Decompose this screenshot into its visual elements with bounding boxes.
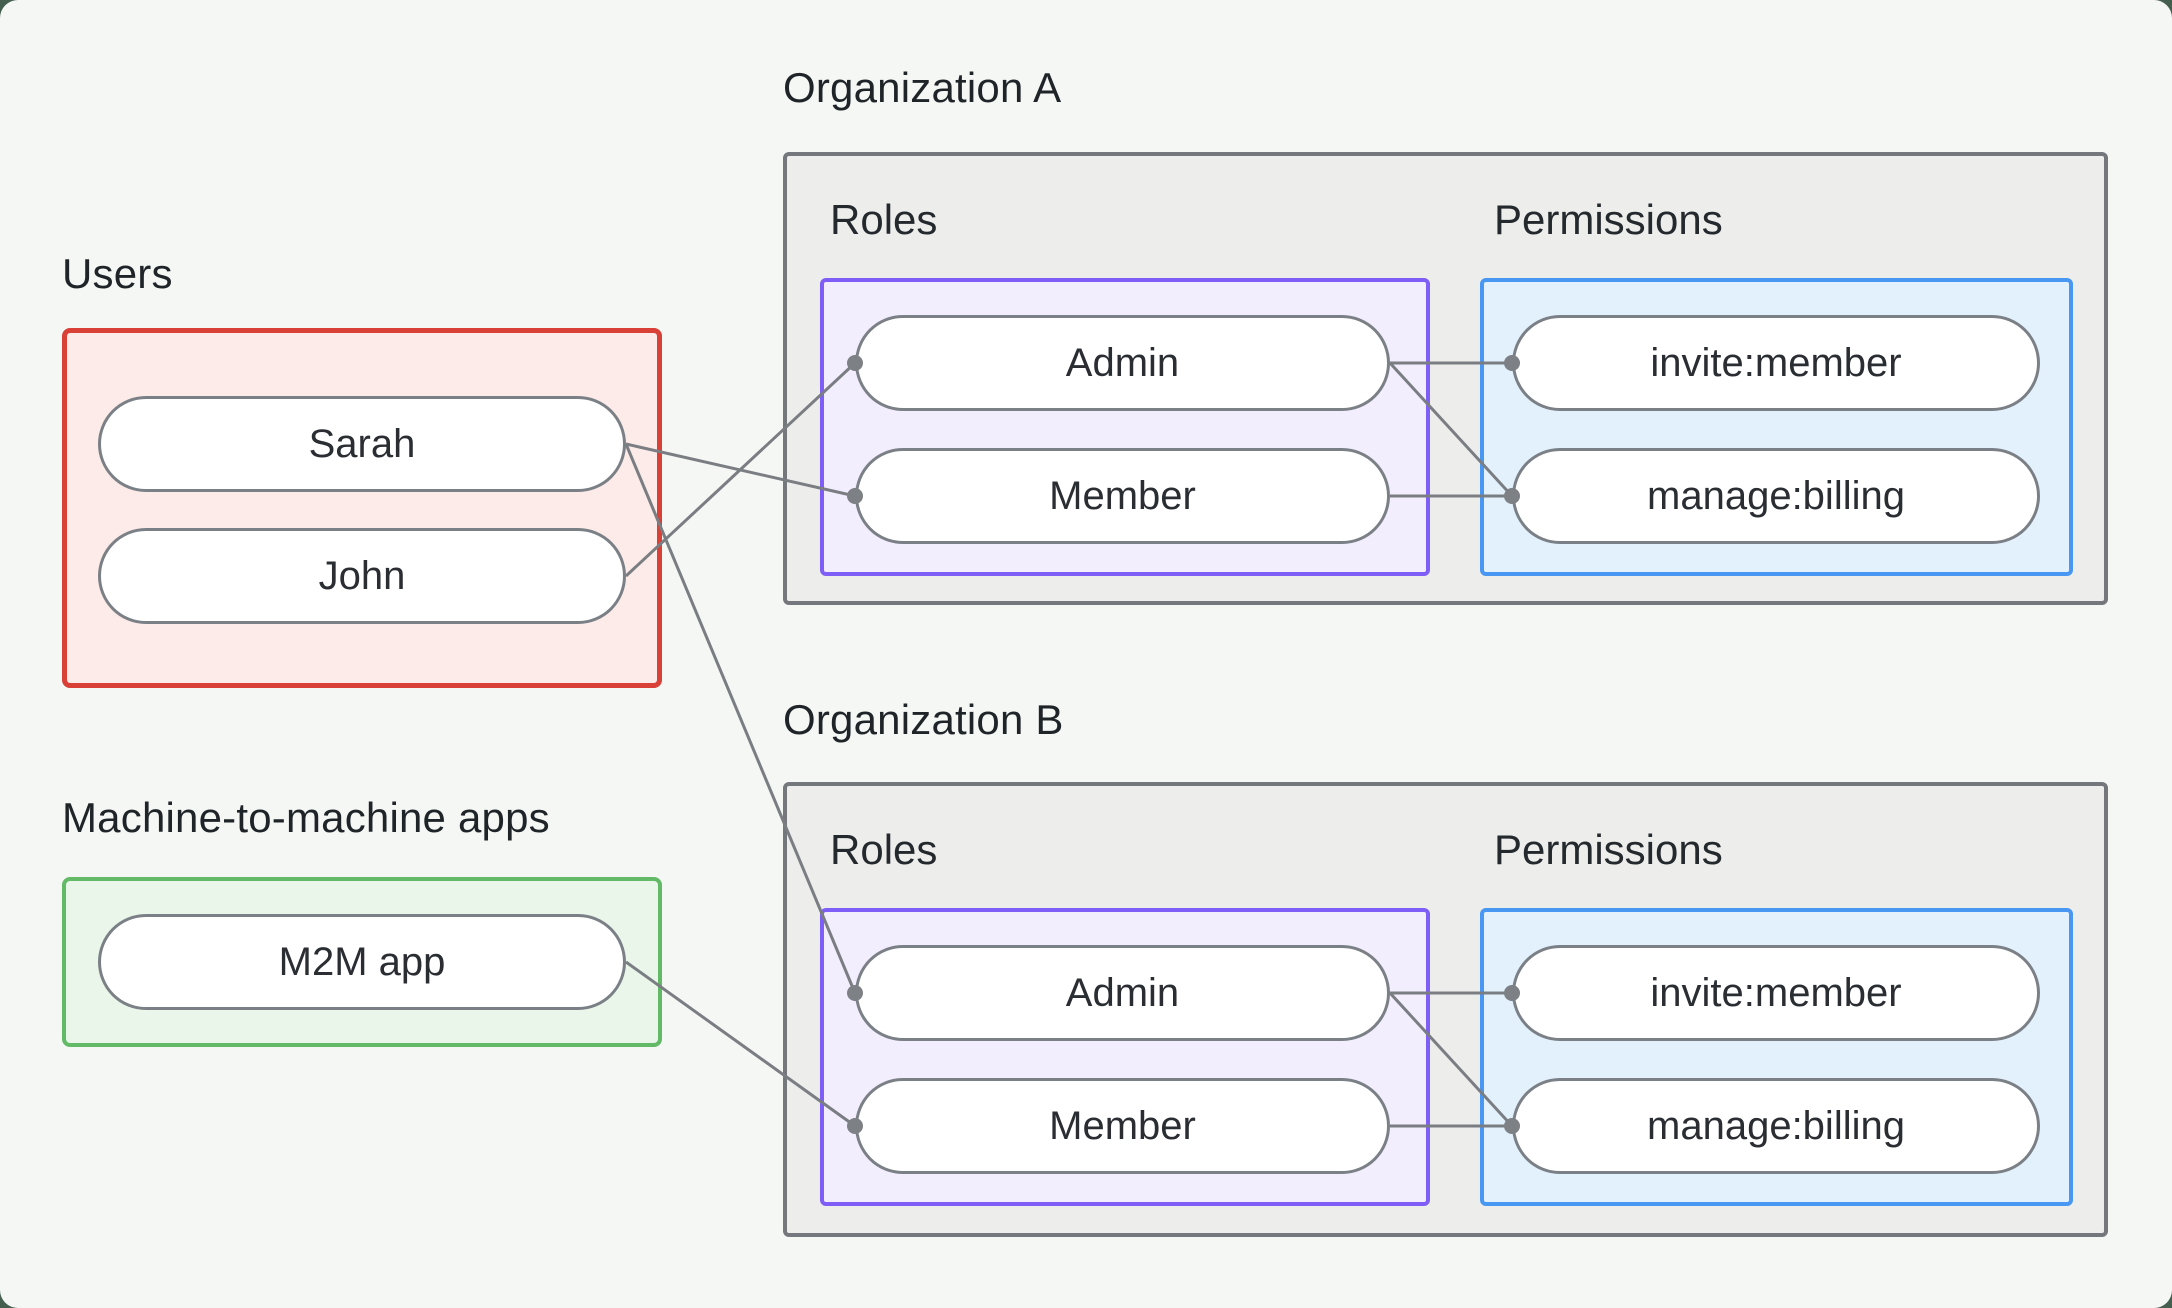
permission-node-invite-a-label: invite:member: [1650, 340, 1902, 385]
users-section-label: Users: [62, 250, 173, 297]
users-group-box: [62, 328, 662, 688]
user-node-sarah-label: Sarah: [308, 421, 416, 466]
org-b-permissions-label: Permissions: [1494, 826, 1723, 873]
permission-node-invite-b: invite:member: [1512, 945, 2040, 1041]
role-node-admin-a-label: Admin: [1065, 340, 1180, 385]
role-node-admin-b: Admin: [855, 945, 1390, 1041]
permission-node-manage-a-label: manage:billing: [1647, 473, 1905, 518]
permission-node-manage-b: manage:billing: [1512, 1078, 2040, 1174]
permission-node-invite-b-label: invite:member: [1650, 970, 1902, 1015]
role-node-member-a: Member: [855, 448, 1390, 544]
user-node-john: John: [98, 528, 626, 624]
m2m-app-node: M2M app: [98, 914, 626, 1010]
permission-node-manage-a: manage:billing: [1512, 448, 2040, 544]
permission-node-invite-a: invite:member: [1512, 315, 2040, 411]
role-node-member-b-label: Member: [1049, 1103, 1196, 1148]
user-node-sarah: Sarah: [98, 396, 626, 492]
org-a-permissions-label: Permissions: [1494, 196, 1723, 243]
org-a-title: Organization A: [783, 64, 1062, 111]
m2m-section-label: Machine-to-machine apps: [62, 794, 550, 841]
user-node-john-label: John: [318, 553, 406, 598]
m2m-app-node-label: M2M app: [278, 939, 446, 984]
role-node-admin-b-label: Admin: [1065, 970, 1180, 1015]
org-a-roles-label: Roles: [830, 196, 938, 243]
permission-node-manage-b-label: manage:billing: [1647, 1103, 1905, 1148]
role-node-member-a-label: Member: [1049, 473, 1196, 518]
org-b-roles-label: Roles: [830, 826, 938, 873]
role-node-admin-a: Admin: [855, 315, 1390, 411]
role-node-member-b: Member: [855, 1078, 1390, 1174]
org-b-title: Organization B: [783, 696, 1064, 743]
